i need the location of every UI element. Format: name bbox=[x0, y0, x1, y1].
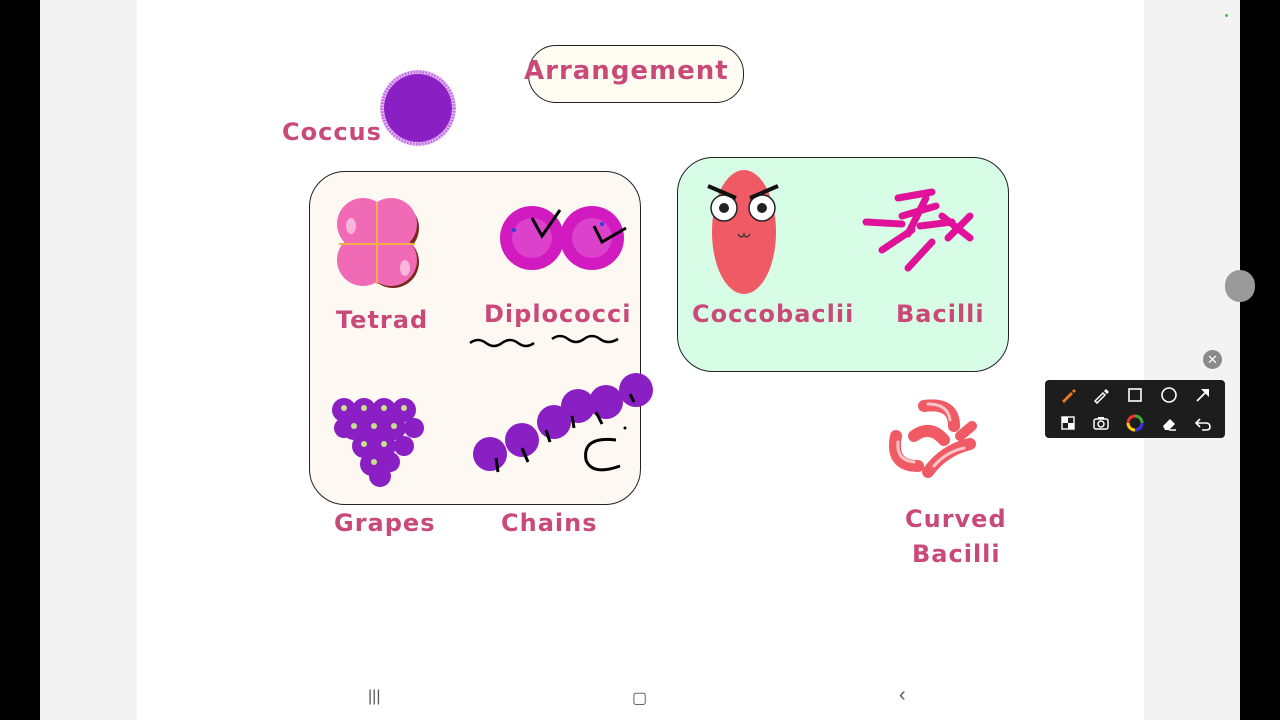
slide-title: Arrangement bbox=[524, 56, 729, 86]
side-panel-handle[interactable] bbox=[1225, 270, 1255, 302]
diplococci-label: Diplococci bbox=[484, 300, 632, 328]
camera-icon[interactable] bbox=[1090, 412, 1112, 434]
diplococci-illustration bbox=[500, 206, 627, 270]
annotation-toolbar bbox=[1045, 380, 1225, 438]
eraser-icon[interactable] bbox=[1158, 412, 1180, 434]
grapes-illustration bbox=[332, 398, 424, 487]
coccobacilli-label: Coccobaclii bbox=[692, 300, 855, 328]
gutter-right bbox=[1144, 0, 1240, 720]
letterbox-left bbox=[0, 0, 40, 720]
curved-bacilli-label-line1: Curved bbox=[905, 505, 1007, 533]
color-wheel-icon[interactable] bbox=[1124, 412, 1146, 434]
status-dot bbox=[1225, 14, 1228, 17]
rectangle-icon[interactable] bbox=[1124, 384, 1146, 406]
pen-icon[interactable] bbox=[1057, 384, 1079, 406]
title-pill bbox=[528, 45, 744, 103]
undo-icon[interactable] bbox=[1192, 412, 1214, 434]
curved-bacilli-illustration bbox=[889, 399, 977, 478]
coccus-label: Coccus bbox=[282, 118, 382, 146]
bacilli-illustration bbox=[862, 188, 974, 272]
circle-icon[interactable] bbox=[1158, 384, 1180, 406]
mosaic-icon[interactable] bbox=[1057, 412, 1079, 434]
letterbox-right bbox=[1240, 0, 1280, 720]
grapes-label: Grapes bbox=[334, 509, 436, 537]
underline-scribble bbox=[469, 334, 619, 348]
arrow-icon[interactable] bbox=[1192, 384, 1214, 406]
gutter-left bbox=[40, 0, 137, 720]
coccus-illustration bbox=[380, 70, 456, 146]
tetrad-label: Tetrad bbox=[336, 306, 429, 334]
chains-label: Chains bbox=[501, 509, 598, 537]
tetrad-illustration bbox=[337, 198, 419, 288]
back-button[interactable]: ‹ bbox=[899, 684, 906, 706]
coccobacilli-illustration bbox=[707, 170, 779, 294]
chains-illustration bbox=[473, 373, 653, 473]
curved-bacilli-label-line2: Bacilli bbox=[912, 540, 1001, 568]
toolbar-close-icon[interactable]: ✕ bbox=[1203, 350, 1222, 369]
recents-button[interactable]: ||| bbox=[368, 688, 381, 705]
home-button[interactable]: ▢ bbox=[632, 690, 648, 707]
highlighter-icon[interactable] bbox=[1090, 384, 1112, 406]
bacilli-label: Bacilli bbox=[896, 300, 985, 328]
